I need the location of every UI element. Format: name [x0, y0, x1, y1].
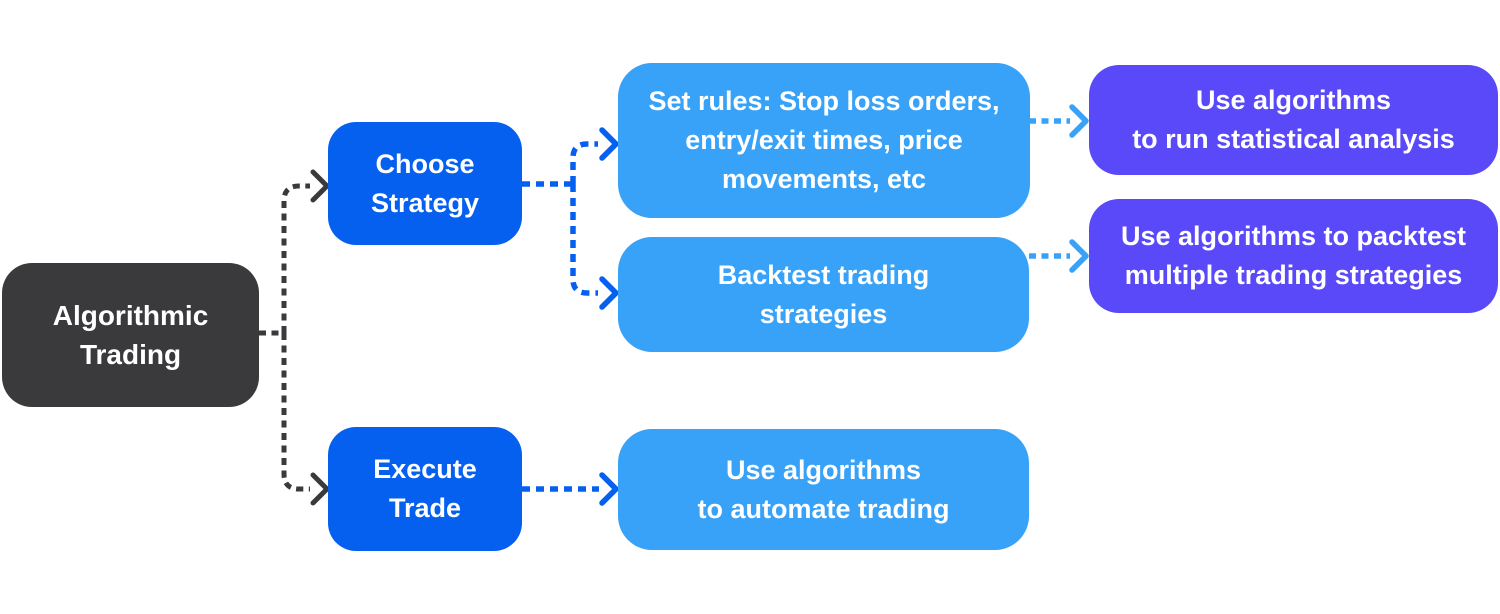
connector-choose-to-set-rules — [570, 141, 598, 184]
node-label-line: multiple trading strategies — [1124, 260, 1463, 290]
node-label-line: Trading — [79, 339, 182, 370]
connector-choose-to-backtest — [570, 184, 598, 296]
arrowhead-execute-trade — [310, 472, 330, 506]
arrowhead-statistical — [1069, 104, 1089, 138]
node-automate-trading: Use algorithms to automate trading — [618, 429, 1029, 550]
node-choose-strategy: Choose Strategy — [328, 122, 522, 245]
node-backtest-strategies: Backtest trading strategies — [618, 237, 1029, 352]
arrowhead-choose-strategy — [310, 169, 330, 203]
node-set-rules: Set rules: Stop loss orders, entry/exit … — [618, 63, 1030, 218]
node-label-line: Choose — [375, 148, 475, 179]
node-label-line: Set rules: Stop loss orders, — [648, 86, 1000, 116]
node-label-line: Use algorithms — [1195, 85, 1392, 115]
arrowhead-backtest — [599, 276, 619, 310]
node-label-line: movements, etc — [721, 164, 927, 194]
node-label-line: to automate trading — [697, 493, 950, 524]
arrowhead-automate — [599, 472, 619, 506]
node-label-line: Use algorithms to packtest — [1120, 221, 1467, 251]
node-statistical-analysis: Use algorithms to run statistical analys… — [1089, 65, 1498, 175]
node-label-line: entry/exit times, price — [685, 125, 963, 155]
arrowhead-packtest — [1069, 239, 1089, 273]
node-label-line: Use algorithms — [725, 454, 922, 485]
node-label-line: Algorithmic — [52, 300, 209, 331]
node-label-line: Trade — [388, 493, 462, 523]
connector-root-to-execute-trade — [281, 333, 310, 492]
node-label-line: to run statistical analysis — [1132, 124, 1455, 154]
connector-root-to-choose-strategy — [281, 183, 310, 333]
node-label-line: Execute — [373, 454, 477, 484]
node-packtest-strategies: Use algorithms to packtest multiple trad… — [1089, 199, 1498, 313]
node-algorithmic-trading: Algorithmic Trading — [2, 263, 259, 407]
node-label-line: strategies — [759, 298, 888, 329]
node-label-line: Strategy — [370, 187, 480, 218]
arrowhead-set-rules — [599, 127, 619, 161]
node-execute-trade: Execute Trade — [328, 427, 522, 551]
node-label-line: Backtest trading — [717, 259, 930, 290]
